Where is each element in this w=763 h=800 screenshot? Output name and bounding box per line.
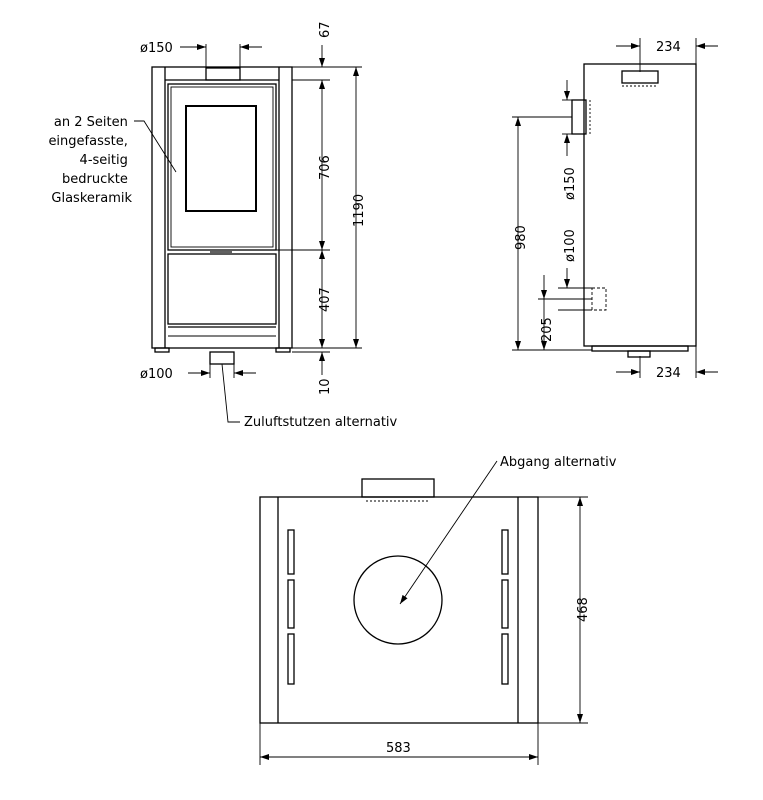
side-body-outline (583, 63, 697, 347)
top-alternative-outlet-circle (353, 555, 443, 645)
front-glass-window (185, 105, 257, 212)
side-view: 234 234 980 ø150 ø100 205 (512, 38, 718, 381)
side-air-inlet (591, 287, 607, 311)
front-flue-diameter-label: ø150 (140, 41, 173, 56)
top-dim-width-label: 583 (386, 741, 411, 756)
side-air-diameter-label: ø100 (563, 229, 578, 262)
side-dim-top-offset-label: 234 (656, 40, 681, 55)
top-view: Abgang alternativ 468 583 (259, 455, 617, 765)
front-flue-collar (205, 67, 241, 81)
front-dim-top-label: 67 (318, 21, 333, 38)
front-body-outline (151, 66, 293, 349)
front-lower-panel (167, 253, 277, 325)
side-flue-top (621, 70, 659, 84)
top-flue-collar (361, 478, 435, 498)
front-door (167, 83, 277, 251)
top-dim-depth-label: 468 (576, 597, 591, 622)
front-air-inlet-note: Zuluftstutzen alternativ (244, 415, 398, 430)
front-dim-window-label: 706 (318, 155, 333, 180)
front-air-inlet-stub (209, 351, 235, 365)
front-view: ø150 67 706 407 10 1190 ø100 an 2 Seiten… (48, 21, 397, 430)
front-dim-total-height-label: 1190 (352, 194, 367, 227)
side-dim-flue-height-label: 980 (514, 225, 529, 250)
front-dim-feet-label: 10 (318, 378, 333, 395)
top-outlet-note: Abgang alternativ (500, 455, 617, 470)
side-flue-diameter-label: ø150 (563, 167, 578, 200)
front-dim-lower-label: 407 (318, 287, 333, 312)
top-body-outline (259, 496, 539, 724)
front-air-diameter-label: ø100 (140, 367, 173, 382)
front-glass-note: an 2 Seiten eingefasste, 4-seitig bedruc… (48, 115, 132, 206)
side-dim-bottom-offset-label: 234 (656, 366, 681, 381)
side-dim-air-height-label: 205 (540, 317, 555, 342)
